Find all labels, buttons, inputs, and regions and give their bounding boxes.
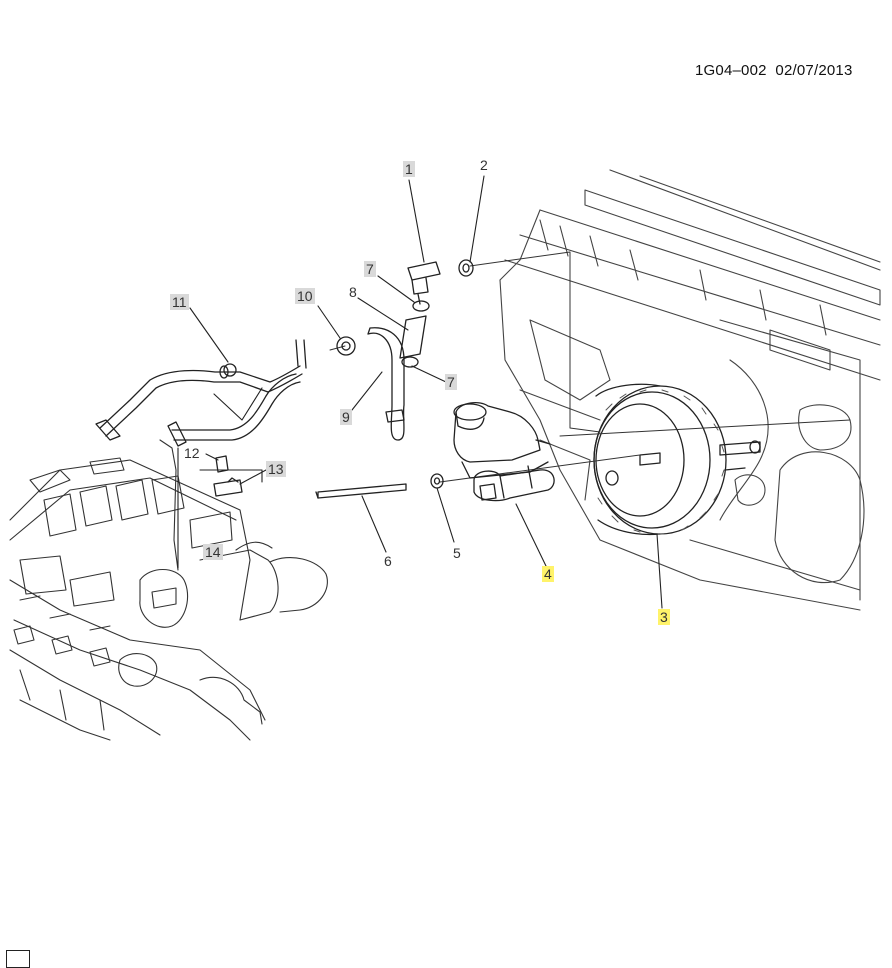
callout-5: 5 <box>453 545 461 561</box>
callout-1: 1 <box>403 161 415 177</box>
callout-12: 12 <box>184 445 200 461</box>
grommet <box>336 336 356 356</box>
callout-7-upper: 7 <box>364 261 376 277</box>
vacuum-check-valve <box>407 259 474 305</box>
firewall-panel <box>499 169 881 611</box>
corner-frame-marker <box>6 950 30 968</box>
callout-2: 2 <box>480 157 488 173</box>
callout-13: 13 <box>266 461 286 477</box>
callout-9: 9 <box>340 409 352 425</box>
brake-booster <box>593 383 761 536</box>
washer-and-stud <box>315 473 444 499</box>
diagram-date: 02/07/2013 <box>775 62 853 79</box>
callout-11: 11 <box>170 294 189 310</box>
vacuum-hose-long <box>367 327 405 441</box>
vacuum-pipe <box>95 339 307 447</box>
callout-14: 14 <box>203 544 223 560</box>
callout-7-lower: 7 <box>445 374 457 390</box>
callout-8: 8 <box>349 284 357 300</box>
callout-4: 4 <box>542 566 554 582</box>
master-cylinder <box>453 401 555 502</box>
callout-10: 10 <box>295 288 315 304</box>
diagram-header: 1G04–002 02/07/2013 <box>695 62 853 79</box>
callout-3: 3 <box>658 609 670 625</box>
bolt-and-bracket <box>213 455 243 497</box>
callout-6: 6 <box>384 553 392 569</box>
callout-leaders <box>177 175 663 609</box>
engine-assembly <box>9 439 328 741</box>
diagram-id: 1G04–002 <box>695 62 767 79</box>
